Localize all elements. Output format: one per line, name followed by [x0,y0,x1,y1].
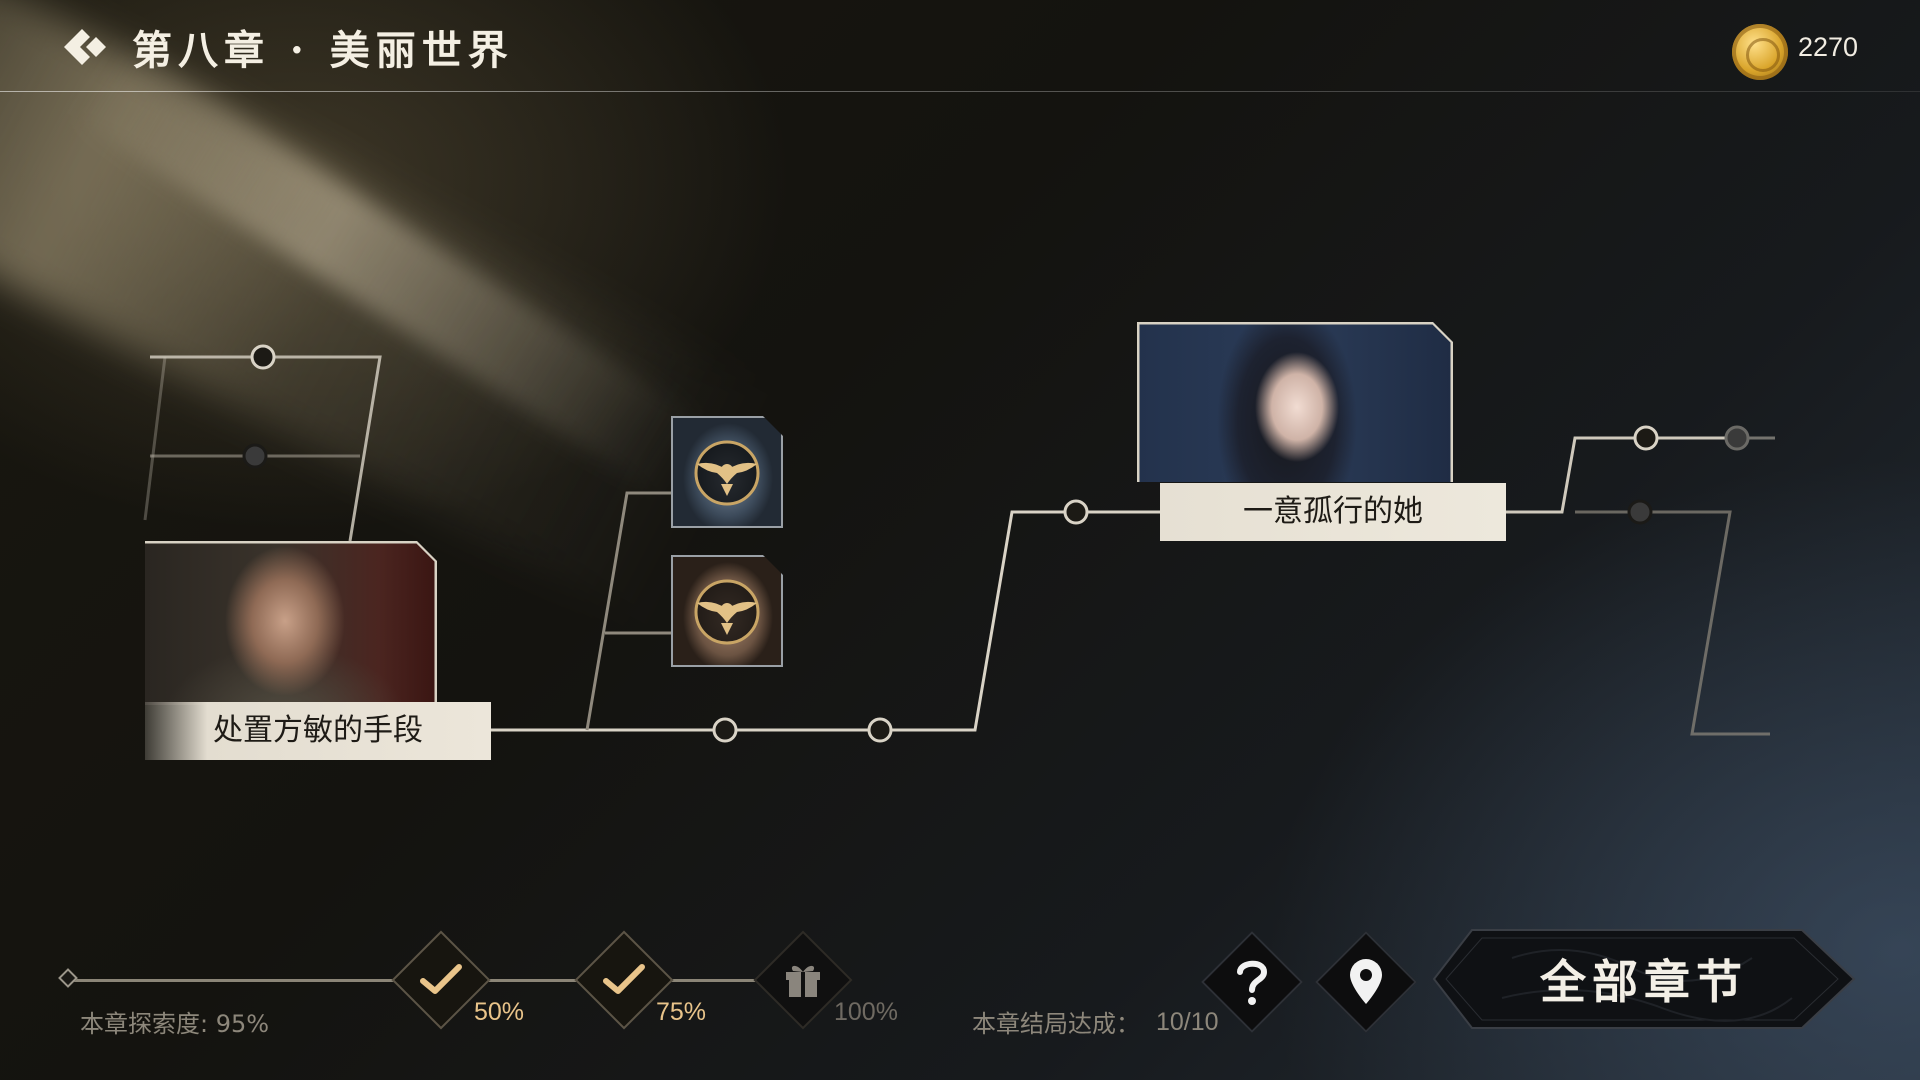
path-node[interactable] [250,344,276,370]
winged-emblem-icon [694,440,760,506]
milestone-75-label: 75% [656,998,707,1026]
checkmark-icon [589,945,659,1015]
path-node[interactable] [867,717,893,743]
back-button[interactable] [60,22,110,72]
top-bar: 第八章 · 美丽世界 2270 [0,0,1920,92]
portrait-frame [1137,322,1453,482]
winged-emblem-icon [694,579,760,645]
milestone-100-label: 100% [834,998,898,1026]
milestone-50-label: 50% [474,998,525,1026]
scene-title: 处置方敏的手段 [213,713,423,748]
portrait-frame [145,541,437,705]
path-node[interactable] [712,717,738,743]
all-chapters-button[interactable]: 全部章节 [1432,928,1856,1030]
path-node[interactable] [242,443,268,469]
back-chevron-icon [64,29,106,65]
header-divider [0,91,1920,92]
checkmark-icon [406,945,476,1015]
all-chapters-frame [1432,929,1856,1029]
scene-portrait-man[interactable] [145,541,437,705]
scene-title: 一意孤行的她 [1243,494,1423,529]
coin-count: 2270 [1798,32,1859,62]
ending-achieved-label: 本章结局达成： [972,1010,1140,1038]
all-chapters-label: 全部章节 [1540,955,1748,1009]
gold-coin-icon [1732,24,1788,80]
character-avatar-1[interactable] [671,416,783,528]
gift-icon [768,945,838,1015]
path-node[interactable] [1063,499,1089,525]
scene-portrait-woman[interactable] [1137,322,1453,482]
path-node[interactable] [1627,499,1653,525]
path-node[interactable] [1633,425,1659,451]
scene-card-label[interactable]: 处置方敏的手段 [145,702,491,760]
scene-card-label[interactable]: 一意孤行的她 [1160,483,1506,541]
page-title: 第八章 · 美丽世界 [132,27,514,74]
ending-achieved-value: 10/10 [1156,1008,1219,1036]
character-avatar-2[interactable] [671,555,783,667]
path-node[interactable] [1724,425,1750,451]
explore-progress-label: 本章探索度: 95% [80,1010,270,1038]
